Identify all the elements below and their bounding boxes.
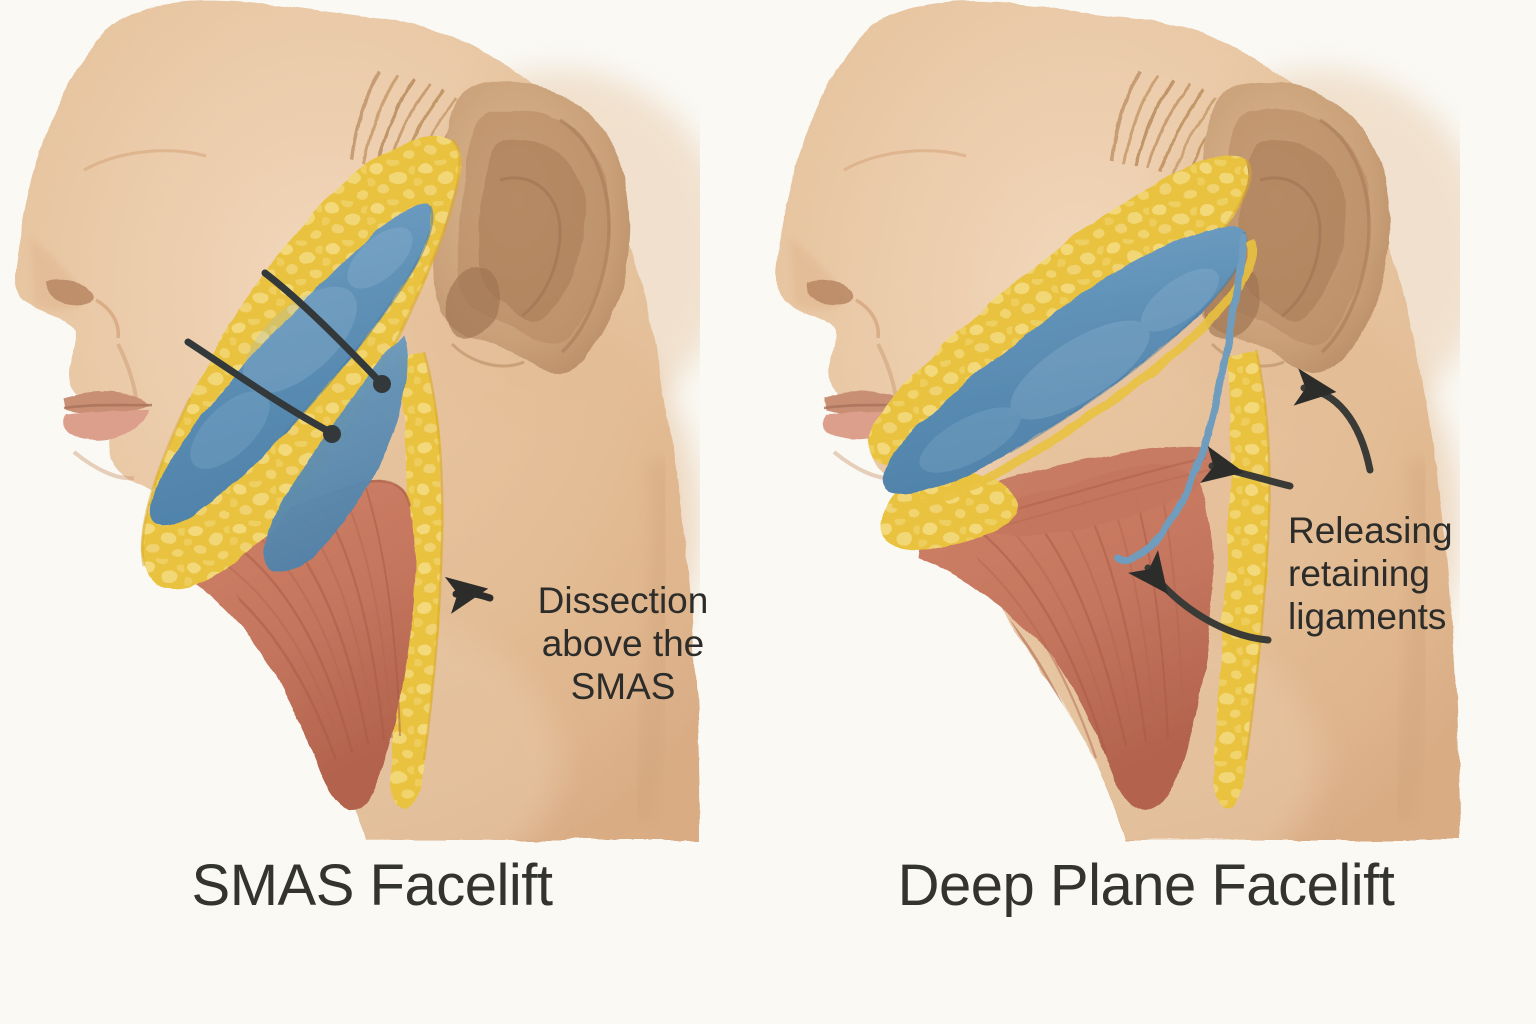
suture-thread-1-left: [261, 269, 384, 386]
preauricular-fat-strip-left: [392, 351, 444, 808]
ear-lobe-line-left: [450, 342, 525, 368]
smas-texture-right: [919, 268, 1220, 473]
brow-line-right: [843, 149, 967, 172]
annotation-label-left: Dissection above the SMAS: [537, 580, 709, 707]
smas-lower-band-left: [264, 336, 408, 574]
ear-concha-right: [1238, 139, 1346, 322]
muscle-fill-left: [184, 480, 415, 810]
suture-threads-left: [184, 269, 391, 443]
smas-fill-left: [150, 202, 433, 525]
muscle-upper-wedge-right: [978, 445, 1218, 536]
annotation-arrow-middle-right: [1200, 445, 1294, 490]
caption-deep-plane-facelift: Deep Plane Facelift: [897, 853, 1395, 918]
ear-left: [432, 82, 631, 373]
upper-lip-left: [64, 391, 150, 415]
neck-contour-right: [1387, 458, 1437, 823]
composite-flap-right: [869, 155, 1257, 549]
brow-line-left: [83, 149, 207, 172]
lip-line-left: [63, 403, 153, 410]
preauricular-strip-edge-left: [422, 351, 444, 761]
ear-antihelix-line-right: [1259, 176, 1322, 318]
smas-fill-right: [881, 226, 1247, 495]
nostril-left: [45, 279, 94, 306]
nose-base-line-left: [95, 298, 120, 339]
ear-concha-left: [478, 139, 586, 322]
ear-helix-line-left: [559, 118, 611, 354]
annotation-arrow-left: [444, 576, 494, 614]
ear-antihelix-line-left: [499, 176, 562, 318]
suture-knot-1-left: [373, 375, 391, 393]
smas-texture-left: [190, 227, 413, 469]
preauricular-strip-fill-left: [392, 352, 443, 808]
caption-smas-facelift: SMAS Facelift: [191, 853, 553, 918]
ear-helix-line-right: [1319, 118, 1371, 354]
preauricular-strip-edge-right: [1244, 349, 1271, 761]
suture-thread-2-left: [184, 338, 334, 436]
nostril-right: [805, 279, 854, 306]
annotation-arrow-upper-right: [1293, 368, 1374, 474]
nose-base-line-right: [855, 298, 880, 339]
fat-edge-lower-left: [140, 397, 192, 567]
smas-layer-left: [150, 202, 434, 574]
smas-edge-left: [283, 205, 434, 435]
chin-crease-left: [72, 450, 135, 481]
annotation-arrow-lower-right: [1128, 550, 1272, 644]
ear-tragus-left: [445, 266, 500, 339]
lower-lip-left: [63, 408, 150, 440]
annotation-label-right: Releasing retaining ligaments: [1288, 510, 1453, 637]
preauricular-strip-fill-right: [1214, 350, 1270, 808]
suture-knot-2-left: [323, 425, 341, 443]
preauricular-fat-strip-right: [1214, 349, 1271, 808]
neck-contour-left: [627, 458, 677, 823]
